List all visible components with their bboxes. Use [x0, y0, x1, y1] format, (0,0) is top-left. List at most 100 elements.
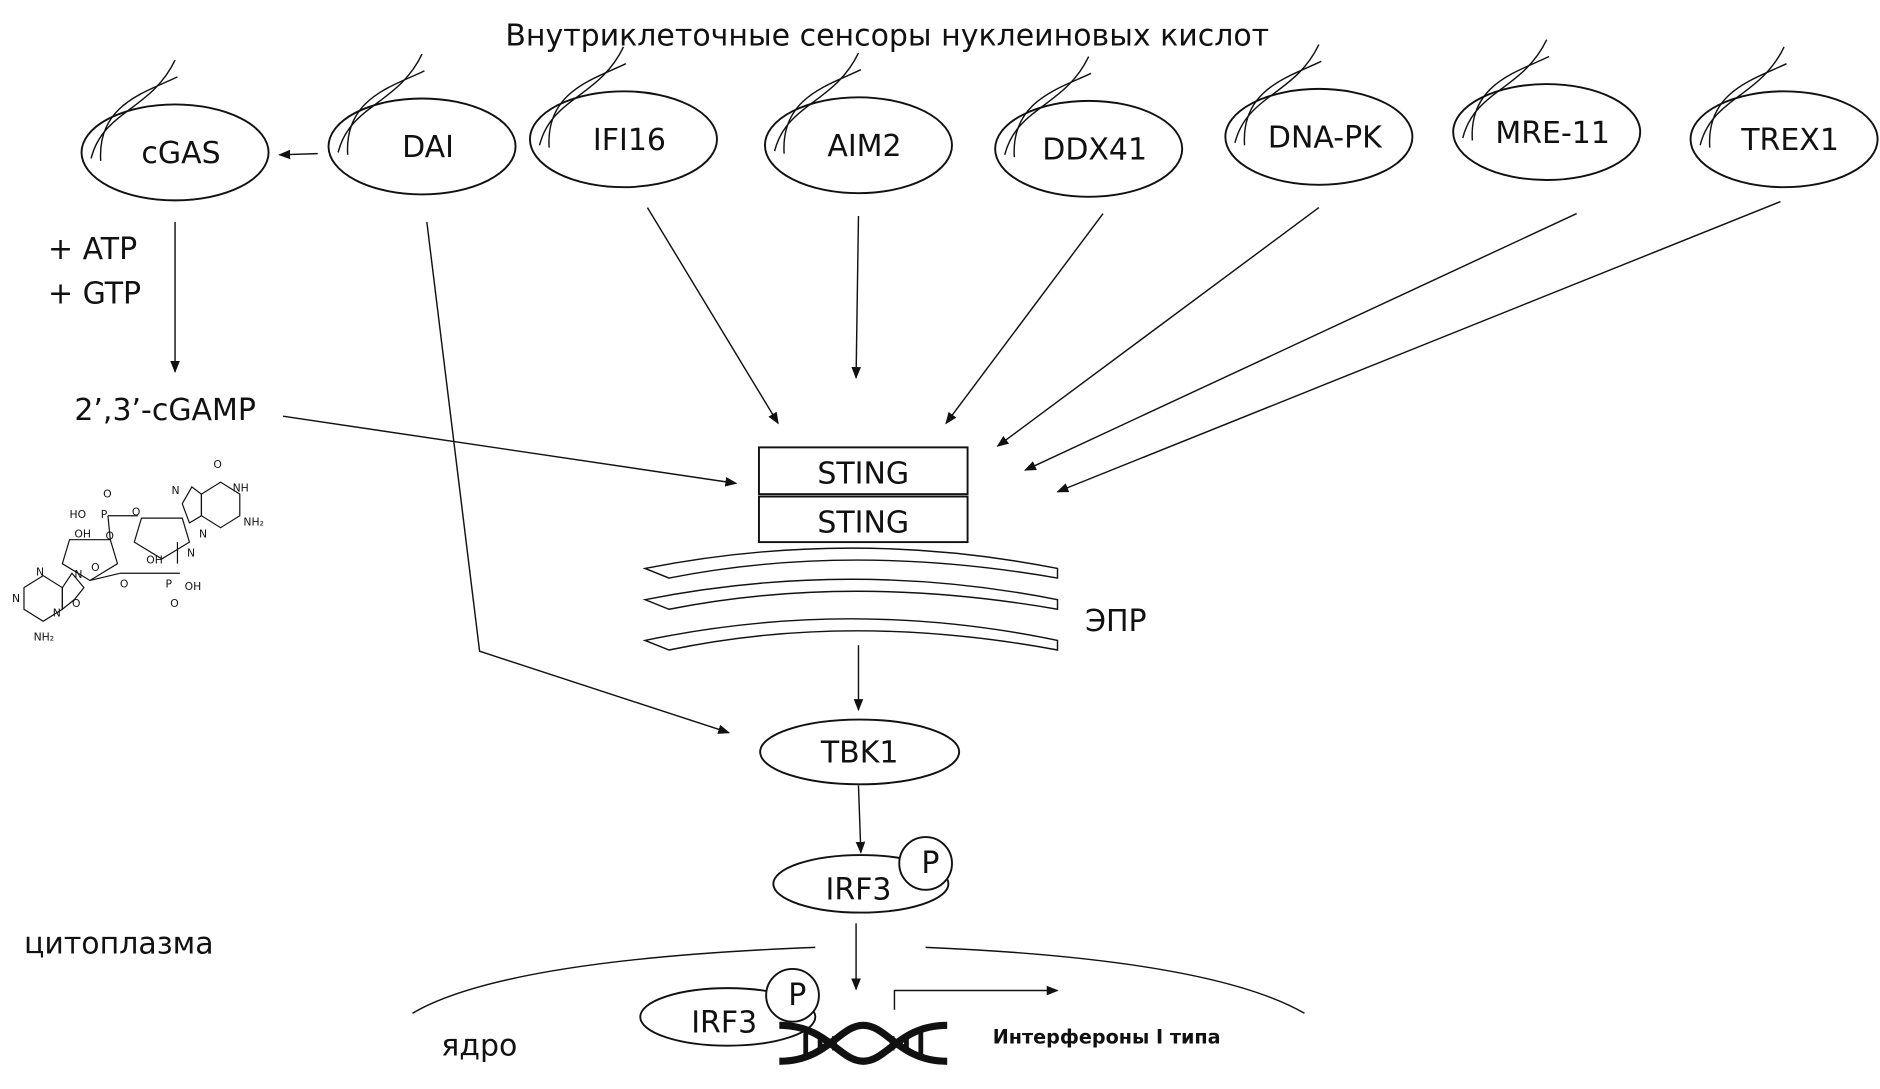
dna-strand-icon	[337, 53, 423, 153]
sensor-label: TREX1	[1740, 123, 1839, 158]
sensor-node	[80, 103, 270, 202]
irf3-label: IRF3	[825, 872, 891, 907]
dna-strand-icon	[90, 59, 176, 159]
dna-helix-icon	[779, 1021, 948, 1065]
tbk1-node	[759, 718, 961, 786]
structure-atom-label: O	[91, 561, 100, 574]
structure-atom-label: NH	[233, 482, 249, 495]
sensor-dnapk: DNA-PK	[1224, 44, 1414, 186]
dna-strand-icon	[548, 63, 627, 148]
interferon-label: Интерфероны I типа	[993, 1025, 1221, 1048]
structure-atom-label: P	[101, 508, 108, 521]
dna-strand-icon	[773, 52, 860, 152]
structure-atom-label: N	[187, 546, 195, 559]
arrow-dnapk-sting	[996, 207, 1320, 447]
sensor-ddx41: DDX41	[994, 56, 1184, 198]
sensor-aim2: AIM2	[763, 52, 953, 195]
structure-atom-label: O	[106, 530, 115, 543]
structure-atom-label: HO	[70, 508, 87, 521]
structure-atom-label: N	[53, 606, 61, 619]
dna-strand-icon	[1234, 44, 1320, 144]
dna-strand-icon	[99, 76, 178, 161]
nuclear-envelope-left	[412, 946, 816, 1014]
structure-atom-label: N	[36, 566, 44, 579]
cgamp-label: 2’,3’-cGAMP	[74, 393, 256, 428]
sensor-node	[763, 96, 953, 195]
irf3-nuclear-label: IRF3	[691, 1005, 757, 1040]
arrow-dai-cgas	[278, 149, 318, 160]
arrow-trex1-sting	[1056, 200, 1781, 493]
structure-atom-label: OH	[146, 554, 163, 567]
phospho-circle	[898, 836, 953, 891]
diagram-title: Внутриклеточные сенсоры нуклеиновых кисл…	[505, 19, 1269, 54]
sensor-cgas: cGAS	[80, 59, 270, 202]
sensor-label: DAI	[402, 130, 454, 165]
arrow-dai-tbk1	[426, 221, 731, 734]
structure-atom-label: N	[199, 527, 207, 540]
dna-strand-icon	[1243, 60, 1322, 146]
sensor-node	[994, 99, 1184, 198]
sting-label-1: STING	[817, 456, 909, 491]
arrows	[170, 149, 1781, 1010]
sting-box-2	[757, 495, 969, 544]
tbk1-label: TBK1	[820, 736, 899, 771]
sting-box-1	[757, 446, 969, 496]
structure-atom-label: O	[132, 506, 141, 519]
arrow-mre11-sting	[1024, 212, 1577, 471]
sensor-ifi16: IFI16	[528, 46, 718, 189]
structure-atom-label: O	[103, 488, 112, 501]
sensor-label: DNA-PK	[1268, 121, 1383, 156]
dna-strand-icon	[783, 69, 862, 154]
sensor-node	[1224, 87, 1414, 186]
cgamp-structure	[23, 481, 241, 622]
arrow-aim2-sting	[851, 215, 862, 380]
dna-strand-icon	[1013, 72, 1092, 158]
structure-atom-label: O	[72, 597, 81, 610]
structure-atom-label: O	[120, 578, 128, 591]
dna-strand-icon	[1709, 63, 1787, 148]
sensor-label: cGAS	[141, 136, 220, 171]
sensor-node	[1452, 83, 1642, 181]
structure-atom-label: O	[213, 458, 222, 471]
cytoplasm-label: цитоплазма	[24, 926, 214, 961]
structure-atom-label: NH₂	[34, 630, 55, 643]
sensor-label: IFI16	[593, 123, 666, 158]
sensor-dai: DAI	[327, 53, 517, 196]
arrow-cgamp-sting	[282, 415, 738, 487]
nucleus-label: ядро	[441, 1028, 517, 1063]
phospho-nuclear-label: P	[788, 978, 806, 1013]
dna-strand-icon	[1462, 39, 1548, 139]
nuclear-envelope-right	[925, 946, 1305, 1014]
structure-atom-label: OH	[74, 527, 91, 540]
er-label: ЭПР	[1085, 604, 1147, 639]
structure-atom-label: N	[171, 484, 179, 497]
dna-strand-icon	[1004, 56, 1090, 156]
sensor-node	[1689, 90, 1879, 189]
phospho-label: P	[921, 846, 939, 881]
arrow-transcription	[893, 985, 1059, 1010]
arrow-tbk1-irf3	[855, 785, 866, 854]
structure-atom-label: OH	[185, 580, 202, 593]
sensor-label: MRE-11	[1495, 116, 1610, 151]
sensor-mre11: MRE-11	[1452, 39, 1642, 181]
structure-atom-label: NH₂	[243, 515, 264, 528]
dna-strand-icon	[1699, 46, 1785, 146]
sensor-label: DDX41	[1042, 133, 1147, 168]
phospho-nuclear-circle	[765, 967, 820, 1023]
sensor-node	[528, 90, 718, 189]
arrow-ifi16-sting	[646, 207, 779, 425]
arrow-ddx41-sting	[945, 213, 1104, 425]
dna-strand-icon	[1471, 55, 1550, 141]
structure-atom-label: N	[12, 592, 20, 605]
sensor-label: AIM2	[827, 129, 901, 164]
structure-atom-label: O	[170, 597, 179, 610]
dna-strand-icon	[346, 70, 425, 155]
sensor-node	[327, 97, 517, 196]
structure-atom-label: P	[165, 578, 172, 591]
sting-label-2: STING	[817, 506, 909, 541]
er-membranes	[642, 547, 1059, 651]
atp-label: + ATP	[48, 232, 137, 267]
dna-strand-icon	[538, 46, 625, 146]
